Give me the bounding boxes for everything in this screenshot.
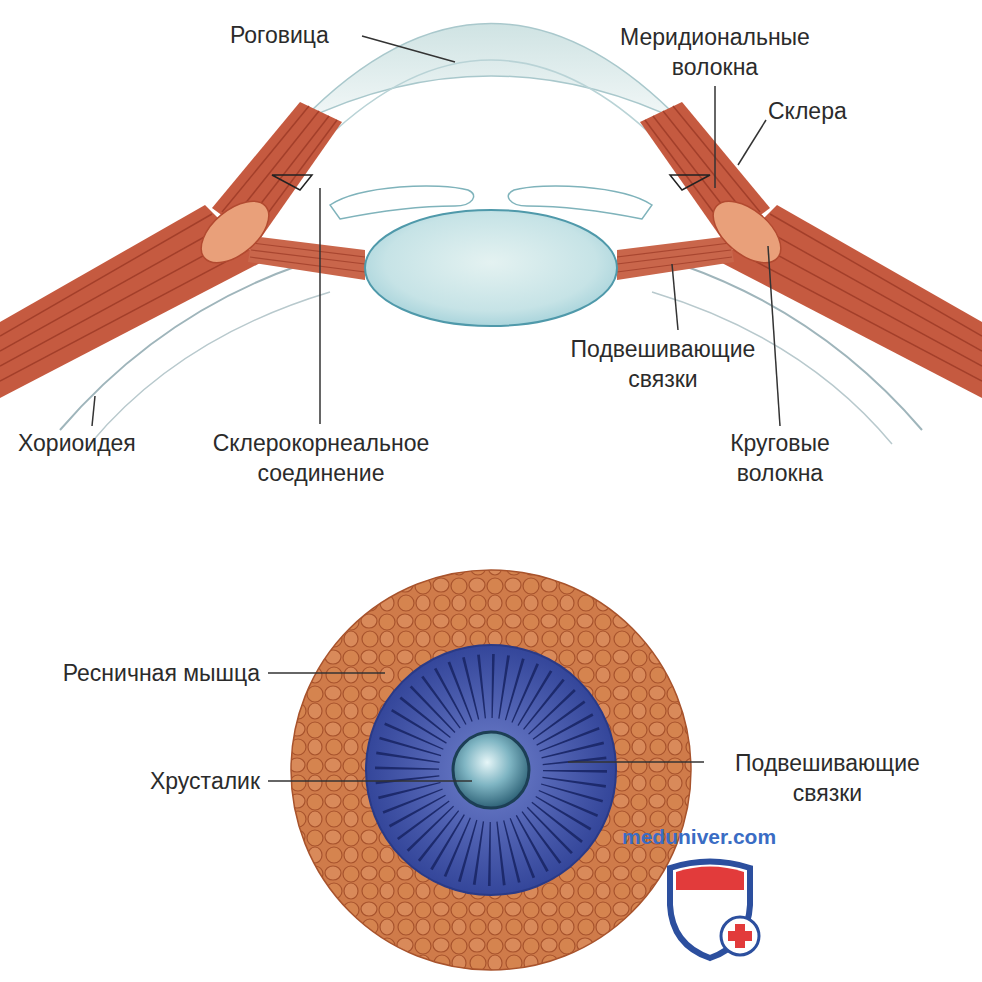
part-label: Склерокорнеальное соединение (190, 428, 452, 488)
fiber-line (251, 250, 365, 264)
fiber-line (252, 243, 365, 257)
part-label: Подвешивающие связки (710, 748, 945, 808)
part-label: Хрусталик (6, 766, 260, 796)
leader-line (672, 264, 678, 330)
fiber-line (0, 214, 212, 336)
sclerocorneal-junction (272, 175, 312, 190)
ciliary-muscle-ring (291, 570, 691, 970)
leader-line (568, 761, 704, 763)
leader-line (738, 120, 766, 165)
fiber-line (0, 226, 224, 351)
logo-circle (721, 917, 759, 955)
leader-line (768, 246, 780, 426)
leader-line (268, 780, 472, 782)
ligament-fibers (250, 243, 365, 272)
ligament-disc (366, 645, 616, 895)
logo-band (676, 867, 744, 891)
leader-line (92, 396, 95, 426)
part-label: Склера (768, 96, 847, 126)
ligament-fibers (407, 686, 575, 854)
leader-line (362, 36, 455, 62)
leader-line (714, 86, 716, 188)
fiber-line (0, 250, 248, 381)
part-label: Ресничная мышца (6, 658, 260, 688)
fiber-line (250, 257, 365, 272)
watermark: meduniver.com (622, 822, 776, 852)
suspensory-ligament (248, 236, 365, 280)
fiber-line (0, 238, 236, 366)
part-label: Меридиональные волокна (595, 22, 835, 82)
lens-front (453, 732, 529, 808)
cornea-inner-line (325, 60, 657, 140)
site-logo (670, 862, 759, 959)
part-label: Круговые волокна (705, 428, 855, 488)
ciliary-body (190, 189, 280, 274)
logo-cross (728, 924, 752, 948)
lens (365, 210, 617, 326)
part-label: Роговица (230, 20, 329, 50)
leader-lines (268, 673, 704, 781)
leader-line (268, 672, 385, 674)
leader-lines (92, 36, 780, 426)
part-label: Подвешивающие связки (548, 334, 778, 394)
part-label: Хориоидея (18, 428, 136, 458)
leader-line (319, 188, 321, 424)
